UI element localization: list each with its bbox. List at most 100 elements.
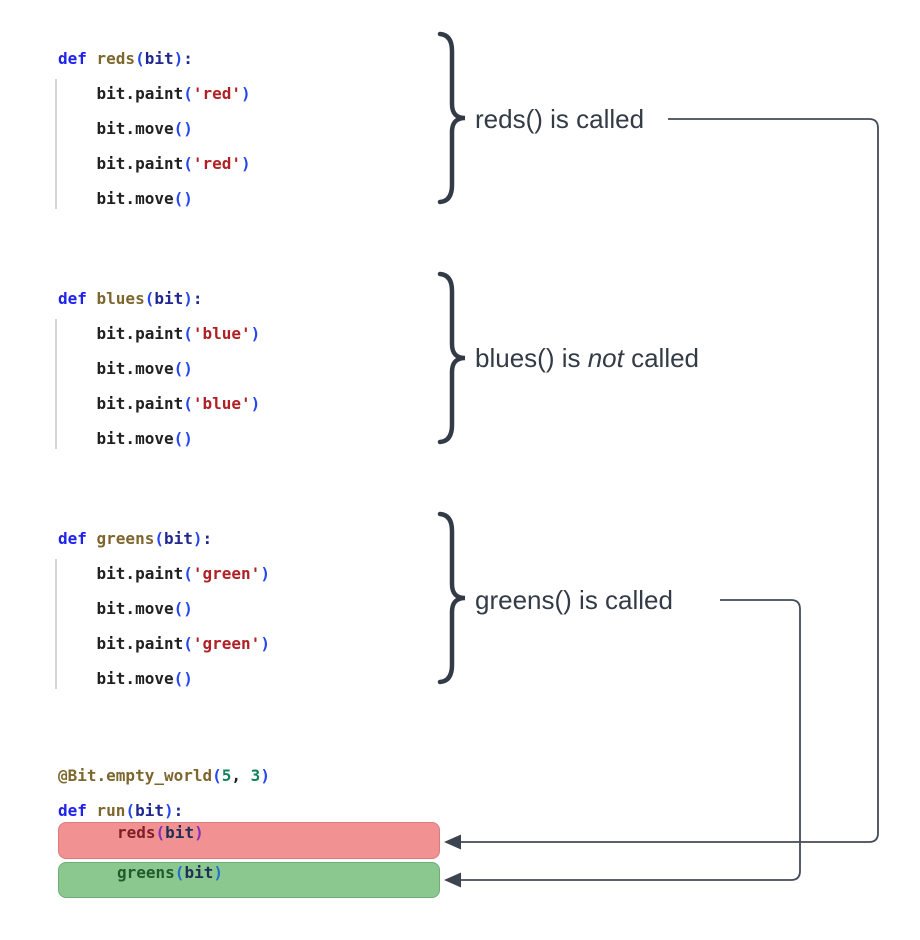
code-line: reds(bit)	[117, 823, 204, 858]
label-greens-called-text: greens() is called	[475, 585, 673, 615]
code-token: )	[213, 862, 223, 882]
code-line: bit.paint('blue')	[58, 316, 261, 351]
code-token: bit.move	[58, 429, 174, 448]
code-block-greens-def: def greens(bit): bit.paint('green') bit.…	[58, 521, 270, 696]
code-line: bit.paint('red')	[58, 76, 251, 111]
code-line: def run(bit):	[58, 793, 270, 828]
code-token: )	[173, 49, 184, 68]
code-token: 'red'	[192, 154, 242, 173]
code-token: 5	[221, 766, 232, 785]
code-token: (	[144, 289, 155, 308]
code-token: blues	[96, 289, 145, 308]
code-token: 'blue'	[192, 324, 251, 343]
code-token: 'red'	[192, 84, 242, 103]
code-token: bit.paint	[58, 324, 184, 343]
code-token: )	[250, 394, 261, 413]
code-token: )	[241, 84, 251, 103]
code-line: def reds(bit):	[58, 41, 251, 76]
code-line: bit.move()	[58, 181, 251, 216]
code-token: ,	[231, 766, 251, 785]
brace-blues-block	[437, 271, 466, 445]
code-token: (	[155, 823, 166, 842]
code-token: )	[183, 289, 193, 308]
code-token: bit	[154, 289, 184, 308]
code-line: def greens(bit):	[58, 521, 270, 556]
arrowhead-greens-icon	[444, 872, 461, 888]
code-token: ()	[173, 359, 193, 378]
code-token: bit	[163, 529, 193, 548]
code-token: bit.move	[58, 669, 174, 688]
indent-guide	[55, 79, 57, 209]
code-token: greens	[96, 529, 155, 548]
code-token: bit	[165, 823, 195, 842]
code-token: ()	[173, 429, 193, 448]
code-line: bit.paint('red')	[58, 146, 251, 181]
code-token: )	[260, 634, 270, 653]
code-token: bit	[135, 801, 164, 820]
code-token: bit.move	[58, 119, 174, 138]
code-token: bit.paint	[58, 154, 184, 173]
code-token: reds	[117, 823, 156, 842]
code-token: run	[96, 801, 126, 820]
code-token: 'green'	[192, 634, 261, 653]
code-token: 3	[250, 766, 261, 785]
label-reds-called-text: reds() is called	[475, 104, 645, 134]
code-token: )	[192, 529, 203, 548]
code-line: bit.move()	[58, 351, 260, 386]
code-block-main: @Bit.empty_world(5, 3)def run(bit):	[58, 758, 270, 828]
code-line: bit.paint('green')	[58, 556, 270, 591]
code-token: (	[183, 154, 193, 173]
code-token: (	[183, 634, 193, 653]
code-token: )	[163, 801, 174, 820]
code-token: def	[58, 801, 97, 820]
code-token: ()	[173, 119, 193, 138]
code-token: bit.move	[58, 359, 174, 378]
code-token: def	[58, 289, 97, 308]
code-line: bit.move()	[58, 661, 270, 696]
code-token: @Bit.empty_world	[58, 766, 213, 785]
brace-reds-block	[437, 31, 466, 205]
code-token: reds	[96, 49, 136, 68]
code-line: bit.move()	[58, 111, 251, 146]
code-token: (	[174, 862, 185, 882]
code-token: greens	[117, 862, 175, 882]
code-token: bit.paint	[58, 564, 184, 583]
indent-guide	[55, 319, 57, 449]
code-line: bit.move()	[58, 421, 260, 456]
code-token: (	[135, 49, 145, 68]
label-greens-called: greens() is called	[475, 584, 673, 616]
code-token: )	[250, 324, 261, 343]
code-token: bit	[144, 49, 174, 68]
code-token: (	[183, 84, 193, 103]
code-token: bit.paint	[58, 394, 184, 413]
code-line: def blues(bit):	[58, 281, 260, 316]
label-blues-not-called: blues() is not called	[475, 342, 699, 374]
code-block-blues-def: def blues(bit): bit.paint('blue') bit.mo…	[58, 281, 260, 456]
code-token: ()	[173, 189, 193, 208]
code-line: bit.move()	[58, 591, 270, 626]
code-token: def	[58, 49, 97, 68]
code-token: (	[183, 324, 193, 343]
connector-greens-line	[460, 599, 801, 881]
code-token: :	[173, 801, 184, 820]
brace-greens-block	[437, 511, 466, 685]
code-token: bit	[184, 862, 214, 882]
code-token: )	[260, 564, 270, 583]
code-token: ()	[173, 599, 193, 618]
code-token: )	[194, 823, 204, 842]
arrowhead-reds-icon	[444, 834, 461, 850]
label-blues-post: called	[623, 343, 700, 373]
code-token: )	[241, 154, 251, 173]
code-token: (	[125, 801, 136, 820]
label-blues-pre: blues() is	[475, 343, 588, 373]
connector-reds-line	[460, 118, 879, 843]
code-line: @Bit.empty_world(5, 3)	[58, 758, 270, 793]
highlight-box-greens-call: greens(bit)	[58, 862, 440, 898]
code-token: bit.paint	[58, 84, 184, 103]
code-token: ()	[173, 669, 193, 688]
code-token: )	[260, 766, 270, 785]
code-token: (	[212, 766, 222, 785]
code-token: 'green'	[192, 564, 261, 583]
indent-guide	[55, 559, 57, 689]
